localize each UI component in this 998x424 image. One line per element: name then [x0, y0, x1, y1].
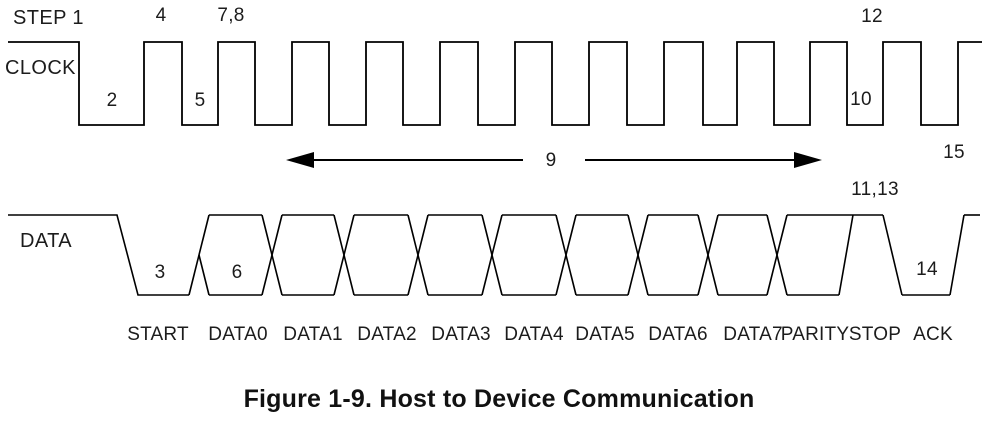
- step-annotation-15: 15: [943, 142, 965, 163]
- bit-label-data2: DATA2: [357, 324, 417, 345]
- step-annotation-14: 14: [916, 259, 938, 280]
- arrowhead-left-icon: [286, 152, 314, 168]
- step-annotation-3: 3: [154, 262, 166, 283]
- clock-row-label: CLOCK: [5, 57, 76, 79]
- step-annotation-2: 2: [106, 90, 118, 111]
- bit-label-data7: DATA7: [723, 324, 783, 345]
- clock-trace: [8, 41, 982, 126]
- figure-caption: Figure 1-9. Host to Device Communication: [243, 385, 755, 413]
- span-arrow: [286, 152, 822, 168]
- bit-label-stop: STOP: [848, 324, 902, 345]
- parity-rise: [838, 214, 854, 296]
- bit-label-data4: DATA4: [504, 324, 564, 345]
- bit-label-parity: PARITY: [780, 324, 850, 345]
- data-cross-fall: [627, 214, 649, 296]
- step-annotation-12: 12: [861, 6, 883, 27]
- data-cross-fall: [697, 214, 719, 296]
- step-annotation-10: 10: [850, 89, 872, 110]
- step-annotation-9: 9: [545, 150, 557, 171]
- data-start-segment: [8, 214, 189, 296]
- bit-label-data5: DATA5: [575, 324, 635, 345]
- data-cross-fall: [407, 214, 429, 296]
- bit-label-start: START: [127, 324, 189, 345]
- stop-fall: [882, 214, 903, 296]
- data-cross-fall-half: [198, 254, 210, 296]
- step-annotation-5: 5: [194, 90, 206, 111]
- ack-rise: [949, 214, 965, 296]
- data-cross-fall: [333, 214, 355, 296]
- data-cross-fall: [261, 214, 283, 296]
- data-cross-fall: [766, 214, 788, 296]
- step-annotation-6: 6: [231, 262, 243, 283]
- arrowhead-right-icon: [794, 152, 822, 168]
- bit-label-data0: DATA0: [208, 324, 268, 345]
- data-waveform: [8, 214, 980, 296]
- step-annotation-7-8: 7,8: [217, 5, 245, 26]
- clock-waveform: [8, 41, 982, 126]
- data-row-label: DATA: [20, 230, 72, 252]
- step-row-label: STEP 1: [13, 7, 84, 29]
- step-annotation-11-13: 11,13: [851, 179, 899, 200]
- data-cross-fall: [555, 214, 577, 296]
- step-annotation-4: 4: [155, 5, 167, 26]
- data-cross-fall: [481, 214, 503, 296]
- bit-label-data3: DATA3: [431, 324, 491, 345]
- bit-label-ack: ACK: [913, 324, 953, 345]
- bit-label-data1: DATA1: [283, 324, 343, 345]
- bit-label-data6: DATA6: [648, 324, 708, 345]
